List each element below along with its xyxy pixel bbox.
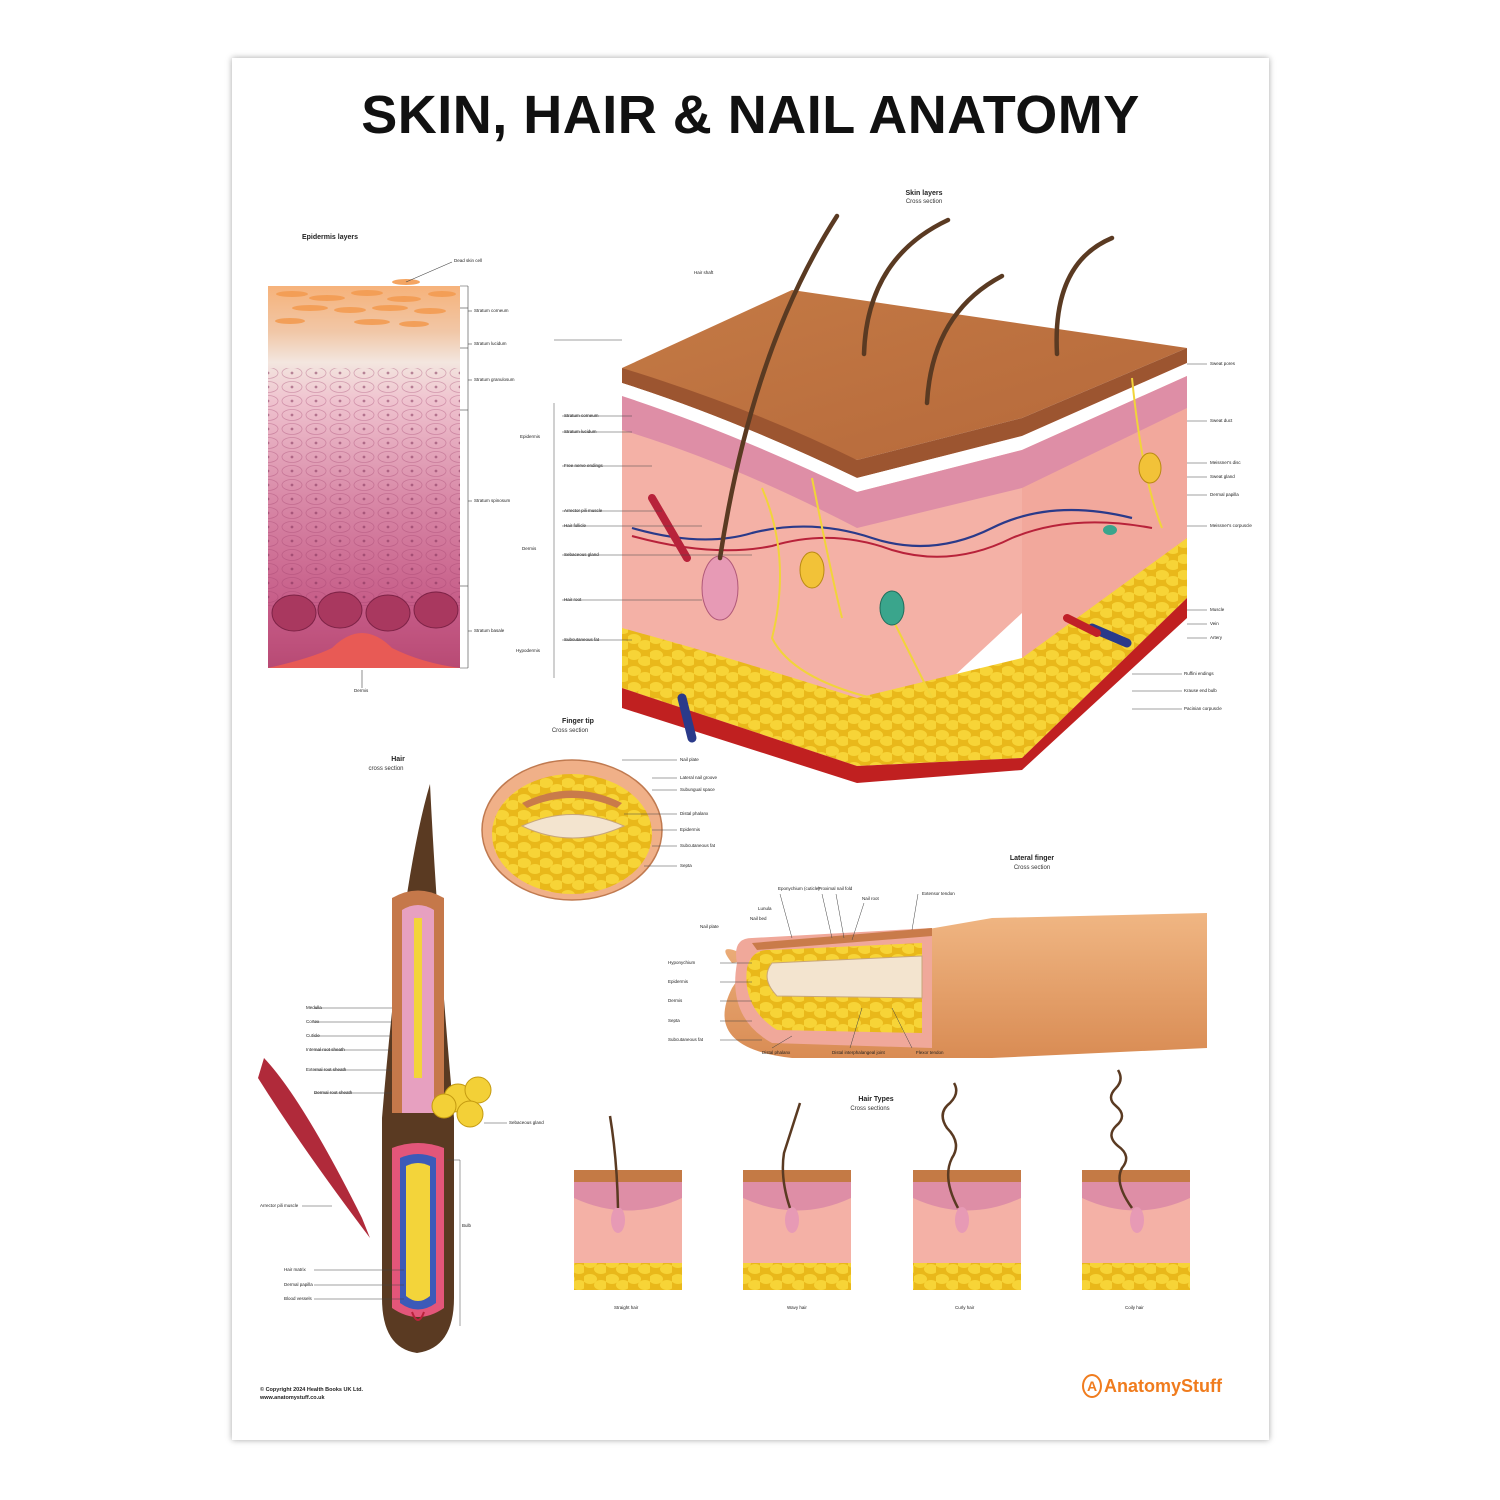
label-ft-lateral-nail-groove: Lateral nail groove bbox=[680, 775, 718, 780]
epidermis-illustration bbox=[268, 261, 472, 688]
label-hair-root: Hair root bbox=[564, 597, 582, 602]
label-sl-stratum-lucidum: Stratum lucidum bbox=[564, 429, 597, 434]
label-arrector-pili: Arrector pili muscle bbox=[564, 508, 603, 513]
label-lf-distal-phalanx: Distal phalanx bbox=[762, 1050, 791, 1055]
label-flexor-tendon: Flexor tendon bbox=[916, 1050, 944, 1055]
label-cortex: Cortex bbox=[306, 1019, 320, 1024]
label-blood-vessels: Blood vessels bbox=[284, 1296, 312, 1301]
label-ft-subcutaneous-fat: Subcutaneous fat bbox=[680, 843, 716, 848]
copyright-block: © Copyright 2024 Health Books UK Ltd. ww… bbox=[260, 1386, 363, 1402]
label-sl-stratum-corneum: Stratum corneum bbox=[564, 413, 599, 418]
label-straight-hair: Straight hair bbox=[614, 1305, 639, 1310]
label-muscle: Muscle bbox=[1210, 607, 1225, 612]
hair-type-straight bbox=[574, 1115, 682, 1290]
label-ft-nail-plate: Nail plate bbox=[680, 757, 699, 762]
skin-block-illustration bbox=[553, 213, 1207, 783]
hair-title: Hair bbox=[391, 756, 405, 763]
hair-types-subtitle: Cross sections bbox=[850, 1106, 890, 1112]
label-meissners-corpuscle: Meissner's corpuscle bbox=[1210, 523, 1252, 528]
label-lunula: Lunula bbox=[758, 906, 772, 911]
epidermis-title: Epidermis layers bbox=[301, 234, 359, 241]
label-ft-septa: Septa bbox=[680, 863, 692, 868]
page-title: SKIN, HAIR & NAIL ANATOMY bbox=[361, 85, 1140, 145]
label-free-nerve-endings: Free nerve endings bbox=[564, 463, 603, 468]
website-link[interactable]: www.anatomystuff.co.uk bbox=[260, 1395, 325, 1401]
label-stratum-corneum: Stratum corneum bbox=[474, 308, 509, 313]
label-proximal-nail-fold: Proximal nail fold bbox=[818, 886, 853, 891]
label-hyponychium: Hyponychium bbox=[668, 960, 696, 965]
group-dermis: Dermis bbox=[522, 546, 537, 551]
hair-illustration bbox=[258, 784, 507, 1353]
label-eponychium: Eponychium (cuticle) bbox=[778, 886, 820, 891]
brand-logo[interactable]: A AnatomyStuff bbox=[1082, 1374, 1222, 1398]
label-lf-subcutaneous-fat: Subcutaneous fat bbox=[668, 1037, 704, 1042]
label-lf-nail-plate: Nail plate bbox=[700, 924, 719, 929]
finger-tip-illustration bbox=[481, 759, 677, 901]
label-external-root-sheath: External root sheath bbox=[306, 1067, 347, 1072]
label-dip-joint: Distal interphalangeal joint bbox=[832, 1050, 885, 1055]
label-ft-epidermis: Epidermis bbox=[680, 827, 701, 832]
anatomystuff-logo-icon: A bbox=[1082, 1374, 1102, 1398]
brand-name: AnatomyStuff bbox=[1104, 1375, 1222, 1396]
label-sweat-gland: Sweat gland bbox=[1210, 474, 1235, 479]
label-coily-hair: Coily hair bbox=[1125, 1305, 1144, 1310]
label-subcutaneous-fat: Subcutaneous fat bbox=[564, 637, 600, 642]
label-pacinian-corpuscle: Pacinian corpuscle bbox=[1184, 706, 1222, 711]
skin-layers-subtitle: Cross section bbox=[905, 199, 943, 205]
anatomy-illustrations bbox=[258, 213, 1207, 1353]
label-hair-shaft: Hair shaft bbox=[694, 270, 714, 275]
label-nail-bed: Nail bed bbox=[750, 916, 767, 921]
label-medulla: Medulla bbox=[306, 1005, 322, 1010]
group-epidermis: Epidermis bbox=[520, 434, 541, 439]
label-curly-hair: Curly hair bbox=[955, 1305, 975, 1310]
label-internal-root-sheath: Internal root sheath bbox=[306, 1047, 345, 1052]
label-lf-septa: Septa bbox=[668, 1018, 680, 1023]
label-stratum-spinosum: Stratum spinosum bbox=[474, 498, 511, 503]
hair-types-title: Hair Types bbox=[858, 1096, 894, 1103]
label-lf-epidermis: Epidermis bbox=[668, 979, 689, 984]
label-stratum-basale: Stratum basale bbox=[474, 628, 505, 633]
label-extensor-tendon: Extensor tendon bbox=[922, 891, 955, 896]
label-sweat-pores: Sweat pores bbox=[1210, 361, 1236, 366]
label-hair-matrix: Hair matrix bbox=[284, 1267, 306, 1272]
label-dead-skin-cell: Dead skin cell bbox=[454, 258, 483, 263]
lateral-finger-subtitle: Cross section bbox=[1013, 865, 1051, 871]
label-bulb: Bulb bbox=[462, 1223, 472, 1228]
label-ft-distal-phalanx: Distal phalanx bbox=[680, 811, 709, 816]
label-nail-root: Nail root bbox=[862, 896, 879, 901]
finger-tip-title: Finger tip bbox=[562, 718, 594, 725]
label-dermis: Dermis bbox=[354, 688, 369, 693]
label-sweat-duct: Sweat duct bbox=[1210, 418, 1233, 423]
poster: SKIN, HAIR & NAIL ANATOMY bbox=[232, 58, 1269, 1440]
label-hair-sebaceous-gland: Sebaceous gland bbox=[509, 1120, 544, 1125]
label-wavy-hair: Wavy hair bbox=[787, 1305, 807, 1310]
skin-layers-title: Skin layers bbox=[905, 190, 943, 197]
label-hair-follicle: Hair follicle bbox=[564, 523, 587, 528]
label-cuticle: Cuticle bbox=[306, 1033, 320, 1038]
hair-types-illustration bbox=[574, 1069, 1190, 1290]
label-dermal-root-sheath: Dermal root sheath bbox=[314, 1090, 353, 1095]
copyright-text: © Copyright 2024 Health Books UK Ltd. bbox=[260, 1387, 364, 1393]
lateral-finger-title: Lateral finger bbox=[1009, 855, 1055, 862]
hair-type-coily bbox=[1082, 1069, 1190, 1290]
label-sebaceous-gland: Sebaceous gland bbox=[564, 552, 599, 557]
label-artery: Artery bbox=[1210, 635, 1223, 640]
label-ft-subungual-space: Subungual space bbox=[680, 787, 715, 792]
label-stratum-lucidum: Stratum lucidum bbox=[474, 341, 507, 346]
group-hypodermis: Hypodermis bbox=[516, 648, 541, 653]
label-ruffini-endings: Ruffini endings bbox=[1184, 671, 1214, 676]
label-dermal-papilla: Dermal papilla bbox=[1210, 492, 1239, 497]
label-vein: Vein bbox=[1210, 621, 1219, 626]
hair-type-wavy bbox=[743, 1102, 851, 1290]
label-lf-dermis: Dermis bbox=[668, 998, 683, 1003]
hair-type-curly bbox=[913, 1082, 1021, 1290]
finger-tip-subtitle: Cross section bbox=[551, 728, 589, 734]
label-meissners-disc: Meissner's disc bbox=[1210, 460, 1241, 465]
label-krause-end-bulb: Krause end bulb bbox=[1184, 688, 1217, 693]
hair-subtitle: cross section bbox=[368, 766, 404, 772]
label-hair-arrector-pili: Arrector pili muscle bbox=[260, 1203, 299, 1208]
lateral-finger-illustration bbox=[720, 893, 1207, 1058]
label-stratum-granulosum: Stratum granulosum bbox=[474, 377, 515, 382]
label-hair-dermal-papilla: Dermal papilla bbox=[284, 1282, 313, 1287]
